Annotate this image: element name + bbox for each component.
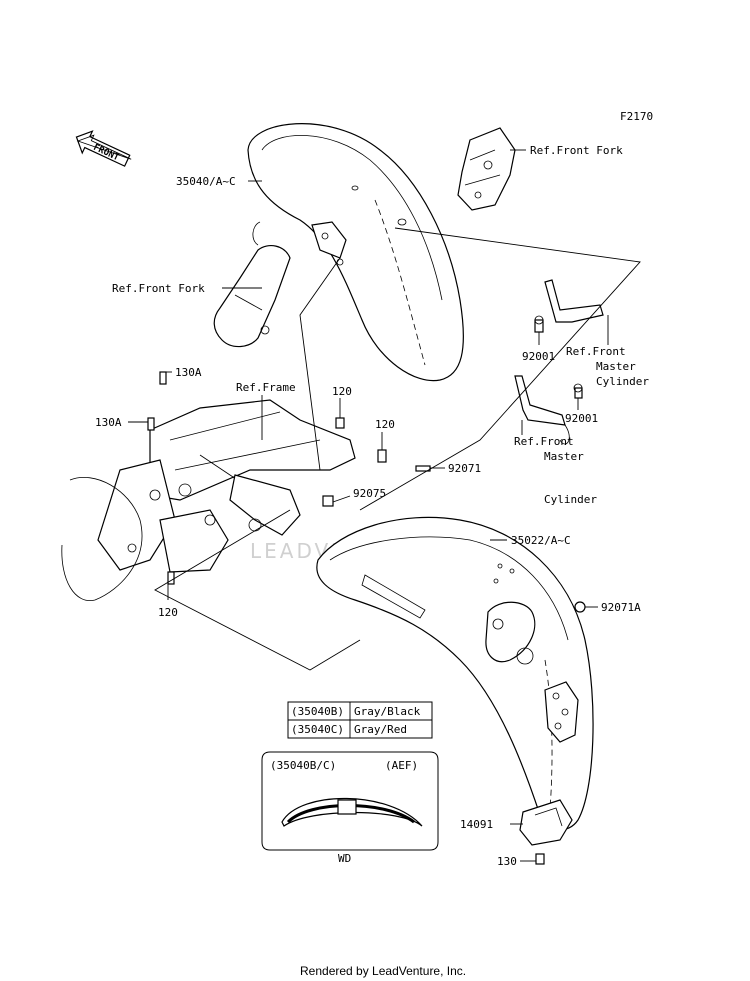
front-fork-left: [213, 221, 291, 348]
label-ref-master-cyl-top-3: Cylinder: [596, 375, 649, 388]
label-bolt-130a-top: 130A: [175, 366, 202, 379]
inset-model: (35040B/C): [270, 759, 336, 772]
rear-fender: [316, 516, 594, 831]
part-14091-cover: [519, 799, 573, 846]
figure-code: F2170: [620, 110, 653, 123]
master-cylinder-bracket-top: [544, 279, 609, 345]
master-cylinder-bracket-bottom: [514, 375, 570, 445]
label-bolt-130: 130: [497, 855, 517, 868]
front-fender: [247, 123, 464, 382]
label-bolt-120-a: 120: [332, 385, 352, 398]
front-arrow-icon: FRONT: [75, 130, 132, 167]
label-bolt-92001-bottom: 92001: [565, 412, 598, 425]
label-rear-fender: 35022/A~C: [511, 534, 571, 547]
color-variant-table: (35040B) Gray/Black (35040C) Gray/Red: [287, 701, 433, 739]
bolt-120-b: [377, 449, 387, 463]
label-ref-master-cyl-bot-3: Cylinder: [544, 493, 597, 506]
inset-region: (AEF): [385, 759, 418, 772]
bolt-92001-top: [534, 315, 544, 333]
inset-panel: (35040B/C) (AEF) WD: [261, 751, 439, 865]
label-bolt-120-b: 120: [375, 418, 395, 431]
label-ref-front-fork-left: Ref.Front Fork: [112, 282, 205, 295]
credit-text: Rendered by LeadVenture, Inc.: [300, 964, 466, 978]
bolt-130: [535, 853, 545, 865]
label-bolt-92001-top: 92001: [522, 350, 555, 363]
label-part-92071: 92071: [448, 462, 481, 475]
inset-caption: WD: [338, 852, 351, 865]
label-ref-front-fork-right: Ref.Front Fork: [530, 144, 623, 157]
table-row-1-color: Gray/Black: [354, 705, 421, 718]
label-ref-master-cyl-top-1: Ref.Front: [566, 345, 626, 358]
label-part-14091: 14091: [460, 818, 493, 831]
label-ref-master-cyl-bot-1: Ref.Front: [514, 435, 574, 448]
leader-lines: [128, 149, 641, 862]
label-bolt-130a-left: 130A: [95, 416, 122, 429]
bolt-130a-top: [159, 371, 167, 385]
label-ref-master-cyl-bot-2: Master: [544, 450, 584, 463]
bolt-120-c: [167, 571, 175, 585]
part-92071-clip: [415, 465, 431, 472]
part-92075-grommet: [322, 495, 334, 507]
label-front-fender: 35040/A~C: [176, 175, 236, 188]
part-92071a-cap: [574, 601, 586, 613]
bolt-130a-left: [147, 417, 155, 431]
frame-assembly: [61, 399, 356, 602]
label-part-92075: 92075: [353, 487, 386, 500]
table-row-2-color: Gray/Red: [354, 723, 407, 736]
label-part-92071a: 92071A: [601, 601, 641, 614]
label-bolt-120-c: 120: [158, 606, 178, 619]
label-ref-master-cyl-top-2: Master: [596, 360, 636, 373]
bolt-120-a: [335, 417, 345, 429]
front-fork-right: [457, 127, 516, 211]
label-ref-frame: Ref.Frame: [236, 381, 296, 394]
table-row-1-code: (35040B): [291, 705, 344, 718]
bolt-92001-bottom: [573, 383, 583, 399]
table-row-2-code: (35040C): [291, 723, 344, 736]
